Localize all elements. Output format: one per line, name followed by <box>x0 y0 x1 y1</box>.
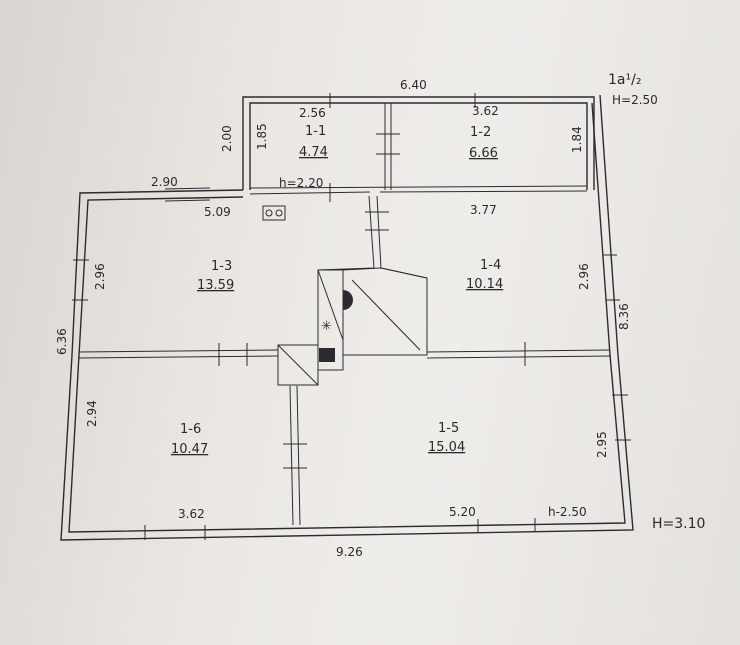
room-1-1: 1-1 4.74 2.56 1.85 <box>255 106 328 160</box>
interior-walls <box>78 103 612 526</box>
room-dim: 5.09 <box>204 205 231 219</box>
annex-width-dim: 6.40 <box>400 78 427 92</box>
room-dim: 2.56 <box>299 106 326 120</box>
room-area: 10.47 <box>171 442 208 457</box>
room-1-3: 1-3 13.59 5.09 2.96 <box>93 205 234 293</box>
right-depth-dim: 8.36 <box>617 303 631 330</box>
room-dim: 5.20 <box>449 505 476 519</box>
room-id: 1-1 <box>305 124 326 139</box>
overall-width-dim: 9.26 <box>336 545 363 559</box>
annex-height: H=2.50 <box>612 93 658 107</box>
room-area: 10.14 <box>466 277 503 292</box>
room-area: 4.74 <box>299 145 328 160</box>
bottom-height-note: h-2.50 <box>548 505 587 519</box>
door-marks <box>218 133 526 469</box>
room-dim: 1.85 <box>255 123 269 150</box>
room-dim: 3.77 <box>470 203 497 217</box>
room-1-5: 1-5 15.04 5.20 2.95 <box>428 421 609 519</box>
room-dim: 1.84 <box>570 126 584 153</box>
room-1-2: 1-2 6.66 3.62 1.84 <box>469 104 584 161</box>
window-marks <box>72 93 631 540</box>
room-dim: 3.62 <box>178 507 205 521</box>
annex-depth-dim: 2.00 <box>220 125 234 152</box>
room-id: 1-2 <box>470 125 491 140</box>
room-area: 13.59 <box>197 278 234 293</box>
room-area: 6.66 <box>469 146 498 161</box>
room-id: 1-6 <box>180 422 201 437</box>
outer-walls <box>60 94 634 541</box>
overall-depth-dim: 6.36 <box>55 328 69 355</box>
room-dim: 2.96 <box>93 263 107 290</box>
svg-text:✳: ✳ <box>321 319 332 334</box>
room-id: 1-3 <box>211 259 232 274</box>
room-dim: 2.96 <box>577 263 591 290</box>
stove-icon: ✳ <box>277 267 428 386</box>
room-dim: 2.94 <box>85 400 99 427</box>
room-id: 1-5 <box>438 421 459 436</box>
room-1-6: 1-6 10.47 3.62 2.94 <box>85 400 208 521</box>
room-dim: 2.95 <box>595 431 609 458</box>
top-height-note: h=2.20 <box>279 176 323 190</box>
sink-icon <box>262 205 286 221</box>
room-id: 1-4 <box>480 258 501 273</box>
room-area: 15.04 <box>428 440 465 455</box>
plan-title: 1а¹/₂ <box>608 72 641 88</box>
room-dim: 3.62 <box>472 104 499 118</box>
main-height: H=3.10 <box>652 516 705 532</box>
corridor-len-dim: 2.90 <box>151 175 178 189</box>
room-1-4: 1-4 10.14 3.77 2.96 <box>466 203 591 292</box>
